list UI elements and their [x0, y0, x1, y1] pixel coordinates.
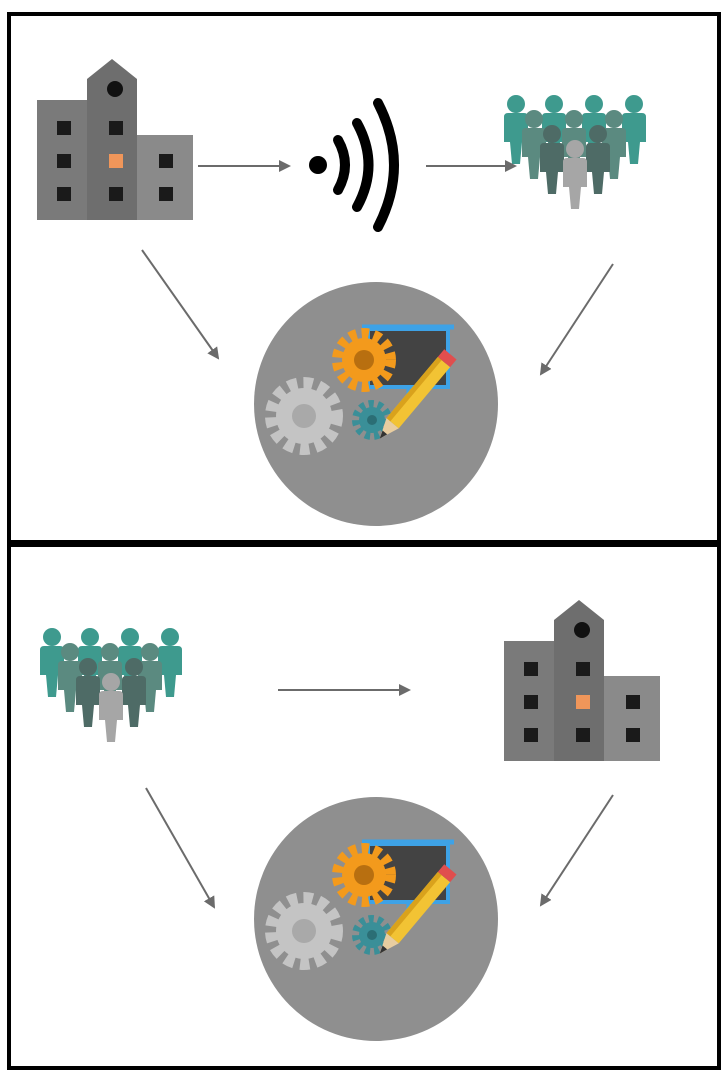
- arrow-icon: [141, 249, 220, 360]
- design-tools-icon: [254, 282, 498, 526]
- arrow-icon: [539, 794, 614, 907]
- bottom-panel: [7, 543, 721, 1070]
- arrow-icon: [145, 787, 215, 909]
- wireless-signal-icon: [309, 98, 399, 232]
- arrow-icon: [539, 263, 614, 376]
- design-tools-icon: [254, 797, 498, 1041]
- top-panel: [7, 12, 721, 544]
